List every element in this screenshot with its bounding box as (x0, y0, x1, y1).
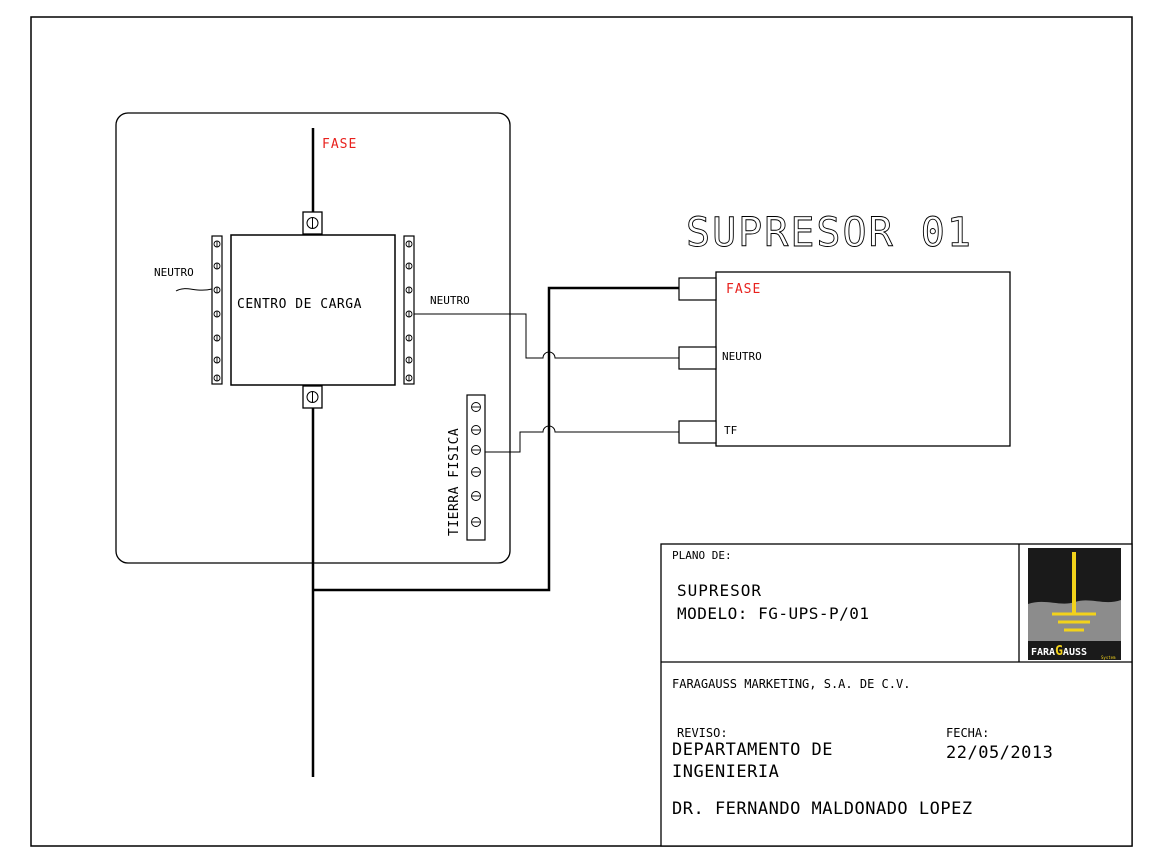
load-center-box (230, 234, 396, 386)
terminal-fase-label: FASE (726, 282, 761, 297)
engineer-name: DR. FERNANDO MALDONADO LOPEZ (672, 799, 973, 819)
logo-text: FARAGAUSS (1031, 644, 1087, 659)
ground-bar (466, 394, 486, 541)
fase-label-panel: FASE (322, 137, 357, 152)
right-neutral-bar (403, 235, 415, 385)
plano-label: PLANO DE: (672, 549, 732, 562)
plano-line1: SUPRESOR (677, 581, 762, 600)
drawing-border (30, 16, 1133, 847)
neutro-wire-to-supresor (414, 313, 679, 359)
supresor-title: SUPRESOR 01 (686, 210, 973, 256)
fecha-label: FECHA: (946, 726, 989, 740)
tierra-fisica-label: TIERRA FISICA (447, 428, 462, 536)
supresor-box (715, 271, 1011, 447)
company-name: FARAGAUSS MARKETING, S.A. DE C.V. (672, 677, 910, 691)
terminal-tf-label: TF (724, 424, 737, 437)
reviso-label: REVISO: (677, 726, 728, 740)
ground-wire-to-supresor (485, 425, 679, 453)
plano-line2: MODELO: FG-UPS-P/01 (677, 604, 870, 623)
terminal-fase (678, 277, 717, 301)
reviso-value-line2: INGENIERIA (672, 762, 779, 782)
load-center-label: CENTRO DE CARGA (237, 297, 362, 312)
reviso-value-line1: DEPARTAMENTO DE (672, 740, 833, 760)
fase-branch-wire (313, 286, 679, 592)
fecha-value: 22/05/2013 (946, 743, 1053, 763)
left-neutral-bar (211, 235, 223, 385)
terminal-neutro-label: NEUTRO (722, 350, 762, 363)
neutro-label-right: NEUTRO (430, 294, 470, 307)
neutro-wire-left (175, 288, 213, 292)
terminal-neutro (678, 346, 717, 370)
logo-subtext: System (1101, 655, 1116, 660)
faragauss-logo: FARAGAUSS System (1028, 548, 1121, 660)
neutro-label-left: NEUTRO (154, 266, 194, 279)
terminal-tf (678, 420, 717, 444)
